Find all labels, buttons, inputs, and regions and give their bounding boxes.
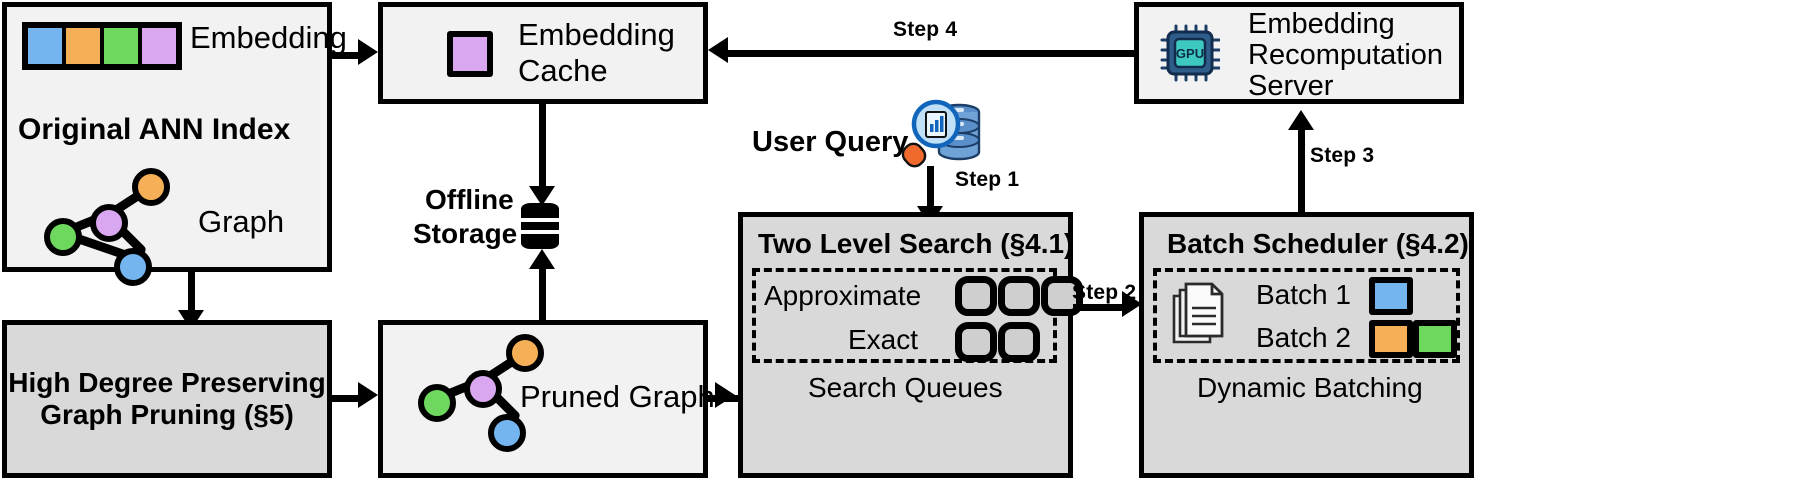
- graph-node-orange: [506, 334, 544, 372]
- embedding-swatch-2: [104, 28, 142, 64]
- embedding-swatch-0: [28, 28, 66, 64]
- graph-node-blue: [114, 248, 152, 286]
- arrow-step2-line: [1073, 304, 1131, 311]
- documents-stack-icon: [1172, 282, 1224, 344]
- recomputation-server-line2: Recomputation: [1248, 39, 1444, 71]
- embedding-cache-line2: Cache: [518, 53, 608, 88]
- recomputation-server-line1: Embedding: [1248, 8, 1395, 40]
- graph-node-purple: [464, 370, 502, 408]
- batch-2-swatch-1: [1413, 320, 1457, 358]
- graph-node-purple: [90, 204, 128, 242]
- two-level-search-title: Two Level Search (§4.1): [758, 228, 1074, 259]
- arrow-step1-line: [927, 166, 934, 211]
- offline-storage-line1: Offline: [425, 184, 514, 215]
- embedding-cache-line1: Embedding: [518, 17, 675, 52]
- user-query-label: User Query: [752, 126, 909, 158]
- magnifier-database-icon: [901, 99, 981, 168]
- pruned-graph-label: Pruned Graph: [520, 379, 715, 414]
- batch-2-label: Batch 2: [1256, 322, 1351, 353]
- embedding-swatch-1: [66, 28, 104, 64]
- arrow-index-to-cache-line: [332, 52, 362, 59]
- batch-1-label: Batch 1: [1256, 279, 1351, 310]
- embedding-label: Embedding: [190, 20, 347, 55]
- approximate-row-label: Approximate: [764, 280, 922, 311]
- arrow-step3-head: [1288, 110, 1314, 130]
- graph-node-green: [418, 384, 456, 422]
- document-in-lens: [925, 111, 947, 138]
- original-ann-index-title: Original ANN Index: [18, 113, 291, 146]
- dynamic-batching-footer: Dynamic Batching: [1197, 372, 1423, 403]
- graph-pruning-line2: Graph Pruning (§5): [40, 399, 294, 430]
- arrow-pruned-to-storage-head: [529, 249, 555, 269]
- step-1-label: Step 1: [955, 168, 1020, 191]
- graph-pruning-line1: High Degree Preserving: [8, 367, 326, 398]
- cylinder-bottom: [521, 237, 559, 249]
- search-queues-footer: Search Queues: [808, 372, 1003, 403]
- arrow-step4-head: [708, 37, 728, 63]
- offline-storage-line2: Storage: [413, 218, 518, 249]
- gpu-chip-icon: GPU: [1160, 24, 1220, 82]
- arrow-step3-line: [1298, 123, 1305, 213]
- pruned-graph-glyph: [412, 334, 557, 452]
- gpu-chip-text: GPU: [1176, 46, 1204, 61]
- graph-node-orange: [132, 168, 170, 206]
- approximate-queue-slot[interactable]: [998, 276, 1040, 316]
- arrow-cache-to-storage-head: [529, 186, 555, 206]
- recomputation-server-line3: Server: [1248, 70, 1334, 102]
- embedding-swatch-3: [142, 28, 176, 64]
- arrow-pruned-to-storage-line: [539, 262, 546, 322]
- graph-node-green: [44, 218, 82, 256]
- embedding-cache-swatch: [447, 31, 493, 77]
- batch-1-swatch-0: [1369, 277, 1413, 315]
- step-3-label: Step 3: [1310, 144, 1375, 167]
- arrow-step2-head: [1122, 291, 1142, 317]
- arrow-step4-line: [726, 50, 1136, 57]
- magnifier-icon: [901, 99, 961, 168]
- step-2-label: Step 2: [1072, 281, 1137, 304]
- arrow-cache-to-storage-line: [539, 104, 546, 190]
- graph-node-blue: [488, 414, 526, 452]
- embedding-swatch-strip: [22, 22, 182, 70]
- approximate-queue-slot[interactable]: [955, 276, 997, 316]
- database-cylinder-icon: [521, 203, 559, 249]
- arrow-pruning-to-pruned-head: [358, 382, 378, 408]
- exact-row-label: Exact: [848, 324, 919, 355]
- graph-label: Graph: [198, 204, 285, 239]
- dynamic-batching-dashed-region: [1153, 268, 1460, 363]
- step-4-label: Step 4: [893, 18, 958, 41]
- exact-queue-slot[interactable]: [998, 322, 1040, 362]
- graph-pruning-box: High Degree Preserving Graph Pruning (§5…: [2, 320, 332, 478]
- arrow-index-to-pruning-line: [188, 272, 195, 314]
- embedding-cache-box: [378, 2, 708, 104]
- arrow-index-to-cache-head: [358, 39, 378, 65]
- exact-queue-slot[interactable]: [955, 322, 997, 362]
- approximate-queue-slot[interactable]: [1041, 276, 1083, 316]
- batch-scheduler-title: Batch Scheduler (§4.2): [1167, 228, 1469, 259]
- arrow-pruning-to-pruned-line: [332, 395, 362, 402]
- original-graph-glyph: [38, 168, 183, 286]
- batch-2-swatch-0: [1369, 320, 1413, 358]
- arrow-pruned-to-search-head: [715, 382, 735, 408]
